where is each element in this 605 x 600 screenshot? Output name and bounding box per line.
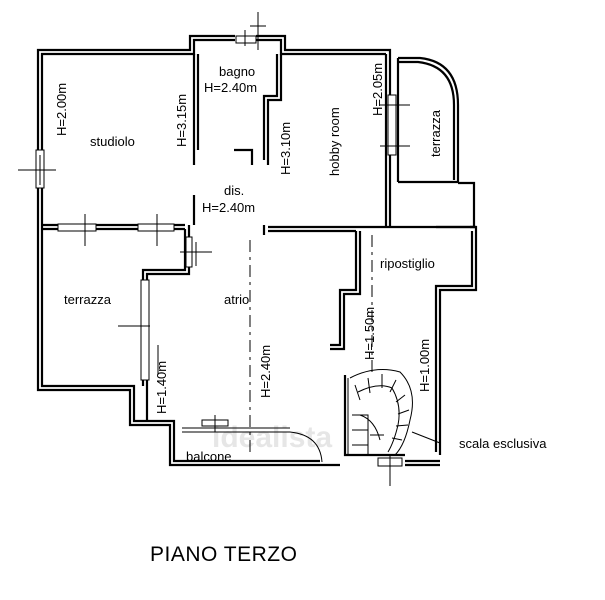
height-scala: H=1.00m xyxy=(417,339,432,392)
height-hobby-left: H=3.10m xyxy=(278,122,293,175)
label-terrazza-left: terrazza xyxy=(64,292,112,307)
height-atrio-left: H=1.40m xyxy=(154,361,169,414)
plan-title: PIANO TERZO xyxy=(150,543,297,566)
label-hobby-room: hobby room xyxy=(327,107,342,176)
label-atrio: atrio xyxy=(224,292,249,307)
height-dis: H=2.40m xyxy=(202,200,255,215)
height-studiolo-right: H=3.15m xyxy=(174,94,189,147)
height-atrio-center: H=2.40m xyxy=(258,345,273,398)
label-scala: scala esclusiva xyxy=(459,436,547,451)
height-hobby-right: H=2.05m xyxy=(370,63,385,116)
label-dis: dis. xyxy=(224,183,244,198)
height-studiolo-left: H=2.00m xyxy=(54,83,69,136)
label-studiolo: studiolo xyxy=(90,134,135,149)
opening-lines xyxy=(249,235,373,455)
height-ripostiglio: H=1.50m xyxy=(362,307,377,360)
room-labels: bagno H=2.40m studiolo dis. H=2.40m ripo… xyxy=(54,63,547,464)
label-terrazza-right: terrazza xyxy=(428,109,443,157)
label-ripostiglio: ripostiglio xyxy=(380,256,435,271)
label-balcone: balcone xyxy=(186,449,232,464)
watermark: idealista xyxy=(212,421,332,454)
outer-walls xyxy=(36,34,478,467)
spiral-stair xyxy=(349,369,441,456)
windows xyxy=(18,12,410,486)
height-bagno: H=2.40m xyxy=(204,80,257,95)
label-bagno: bagno xyxy=(219,64,255,79)
